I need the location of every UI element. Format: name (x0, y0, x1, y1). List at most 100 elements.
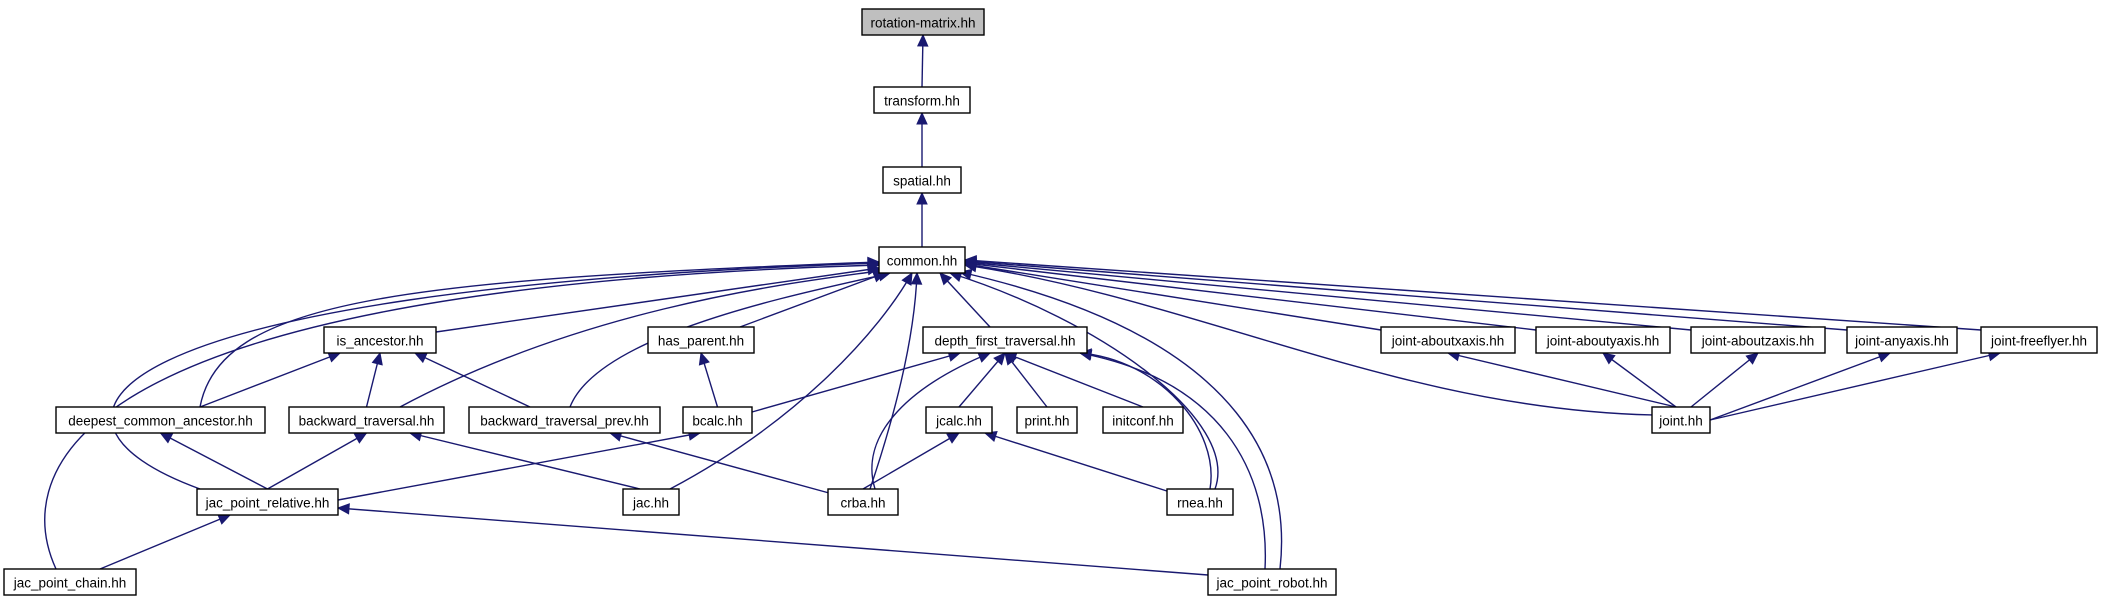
file-node-rnea[interactable]: rnea.hh (1166, 488, 1234, 516)
file-node-label: joint-freeflyer.hh (1990, 334, 2087, 349)
edge-jprob-to-common (959, 271, 1283, 570)
file-node-common[interactable]: common.hh (878, 246, 966, 274)
edge-dca-to-is_anc (199, 352, 341, 408)
file-node-is_anc[interactable]: is_ancestor.hh (323, 326, 437, 354)
edge-common-to-spatial-arrowhead (916, 191, 928, 205)
file-node-label: transform.hh (884, 94, 960, 109)
file-node-label: joint-anyaxis.hh (1854, 334, 1949, 349)
edge-joint-to-jx (1447, 352, 1677, 408)
edge-jpc-to-jpr (99, 514, 231, 570)
file-node-initconf[interactable]: initconf.hh (1102, 406, 1184, 434)
file-node-box (873, 86, 971, 114)
edge-btp-to-is_anc (414, 352, 531, 408)
edge-crba-to-dft-arrowhead (977, 352, 992, 363)
edge-jz-to-common (964, 261, 1692, 331)
file-node-box (1535, 326, 1671, 354)
file-node-has_parent[interactable]: has_parent.hh (647, 326, 755, 354)
edge-btp-to-common (569, 272, 891, 408)
edge-rnea-to-common (949, 272, 1219, 490)
file-node-jpc[interactable]: jac_point_chain.hh (3, 568, 137, 596)
edge-joint-to-jz (1690, 352, 1759, 408)
edge-crba-to-btp (609, 432, 841, 497)
file-node-jz[interactable]: joint-aboutzaxis.hh (1690, 326, 1826, 354)
edge-is_anc-to-common (435, 267, 880, 333)
file-node-label: backward_traversal.hh (299, 414, 435, 429)
file-node-joint[interactable]: joint.hh (1651, 406, 1711, 434)
file-node-box (3, 568, 137, 596)
file-node-label: print.hh (1024, 414, 1069, 429)
file-node-label: joint-aboutyaxis.hh (1546, 334, 1660, 349)
edge-transform-to-rotation-arrowhead (917, 33, 929, 47)
edge-initconf-to-dft (1004, 352, 1144, 408)
file-node-label: jac_point_robot.hh (1215, 576, 1327, 591)
file-node-box (878, 246, 966, 274)
file-node-jpr[interactable]: jac_point_relative.hh (196, 488, 339, 516)
file-node-dft[interactable]: depth_first_traversal.hh (922, 326, 1088, 354)
file-node-box (1980, 326, 2098, 354)
edge-jpr-to-common (111, 262, 880, 490)
file-node-transform[interactable]: transform.hh (873, 86, 971, 114)
file-node-box (622, 488, 680, 516)
file-node-box (861, 8, 985, 36)
edge-spatial-to-transform-arrowhead (916, 111, 928, 125)
file-node-box (1102, 406, 1184, 434)
file-node-dca[interactable]: deepest_common_ancestor.hh (55, 406, 266, 434)
file-node-box (647, 326, 755, 354)
file-node-crba[interactable]: crba.hh (827, 488, 899, 516)
edge-jac-to-common-arrowhead (901, 271, 913, 286)
edge-crba-to-common-arrowhead (910, 271, 923, 285)
file-node-box (882, 166, 962, 194)
file-node-label: rnea.hh (1177, 496, 1223, 511)
file-node-box (925, 406, 993, 434)
edge-crba-to-dft (871, 352, 991, 490)
edge-jprob-to-dft (1079, 352, 1267, 570)
file-node-box (682, 406, 753, 434)
edge-jprob-to-jpr-arrowhead (336, 503, 350, 515)
edge-jy-to-common (964, 262, 1537, 331)
file-node-label: depth_first_traversal.hh (934, 334, 1075, 349)
file-node-box (1016, 406, 1078, 434)
file-node-jff[interactable]: joint-freeflyer.hh (1980, 326, 2098, 354)
edge-jpr-to-bt-arrowhead (353, 432, 368, 444)
edge-joint-to-common-arrowhead (963, 260, 978, 273)
file-node-label: backward_traversal_prev.hh (480, 414, 649, 429)
edge-crba-to-jcalc-arrowhead (946, 432, 961, 444)
edge-jac-to-common (669, 272, 913, 490)
file-node-box (55, 406, 266, 434)
file-node-jany[interactable]: joint-anyaxis.hh (1846, 326, 1958, 354)
file-node-label: jac_point_chain.hh (13, 576, 127, 591)
file-node-rotation[interactable]: rotation-matrix.hh (861, 8, 985, 36)
edge-dft-to-common-arrowhead (939, 272, 953, 286)
file-node-bcalc[interactable]: bcalc.hh (682, 406, 753, 434)
file-node-spatial[interactable]: spatial.hh (882, 166, 962, 194)
edge-jany-to-common (964, 260, 1848, 331)
edge-rnea-to-dft (1079, 352, 1212, 490)
edge-dft-to-common (939, 272, 991, 328)
edge-jcalc-to-dft (958, 352, 1006, 408)
edge-crba-to-common (869, 272, 918, 490)
edge-jx-to-common (964, 263, 1382, 331)
edge-bcalc-to-has_parent-arrowhead (698, 351, 710, 366)
file-node-bt[interactable]: backward_traversal.hh (288, 406, 445, 434)
file-node-jcalc[interactable]: jcalc.hh (925, 406, 993, 434)
file-node-print[interactable]: print.hh (1016, 406, 1078, 434)
file-node-jac[interactable]: jac.hh (622, 488, 680, 516)
file-node-label: deepest_common_ancestor.hh (68, 414, 253, 429)
file-node-jprob[interactable]: jac_point_robot.hh (1207, 568, 1337, 596)
file-node-label: is_ancestor.hh (336, 334, 423, 349)
file-node-jx[interactable]: joint-aboutxaxis.hh (1380, 326, 1516, 354)
file-node-box (1166, 488, 1234, 516)
file-node-btp[interactable]: backward_traversal_prev.hh (468, 406, 661, 434)
edge-dca-to-common (199, 261, 880, 408)
file-node-label: joint-aboutzaxis.hh (1701, 334, 1815, 349)
edge-jprob-to-jpr (337, 507, 1209, 576)
file-node-label: bcalc.hh (692, 414, 742, 429)
file-node-jy[interactable]: joint-aboutyaxis.hh (1535, 326, 1671, 354)
file-node-label: spatial.hh (893, 174, 951, 189)
edge-joint-to-jany (1709, 352, 1891, 421)
file-node-label: rotation-matrix.hh (870, 16, 975, 31)
edge-jpr-to-bcalc (337, 432, 701, 501)
file-node-label: crba.hh (840, 496, 885, 511)
edge-rnea-to-jcalc (984, 432, 1171, 493)
file-node-box (1651, 406, 1711, 434)
